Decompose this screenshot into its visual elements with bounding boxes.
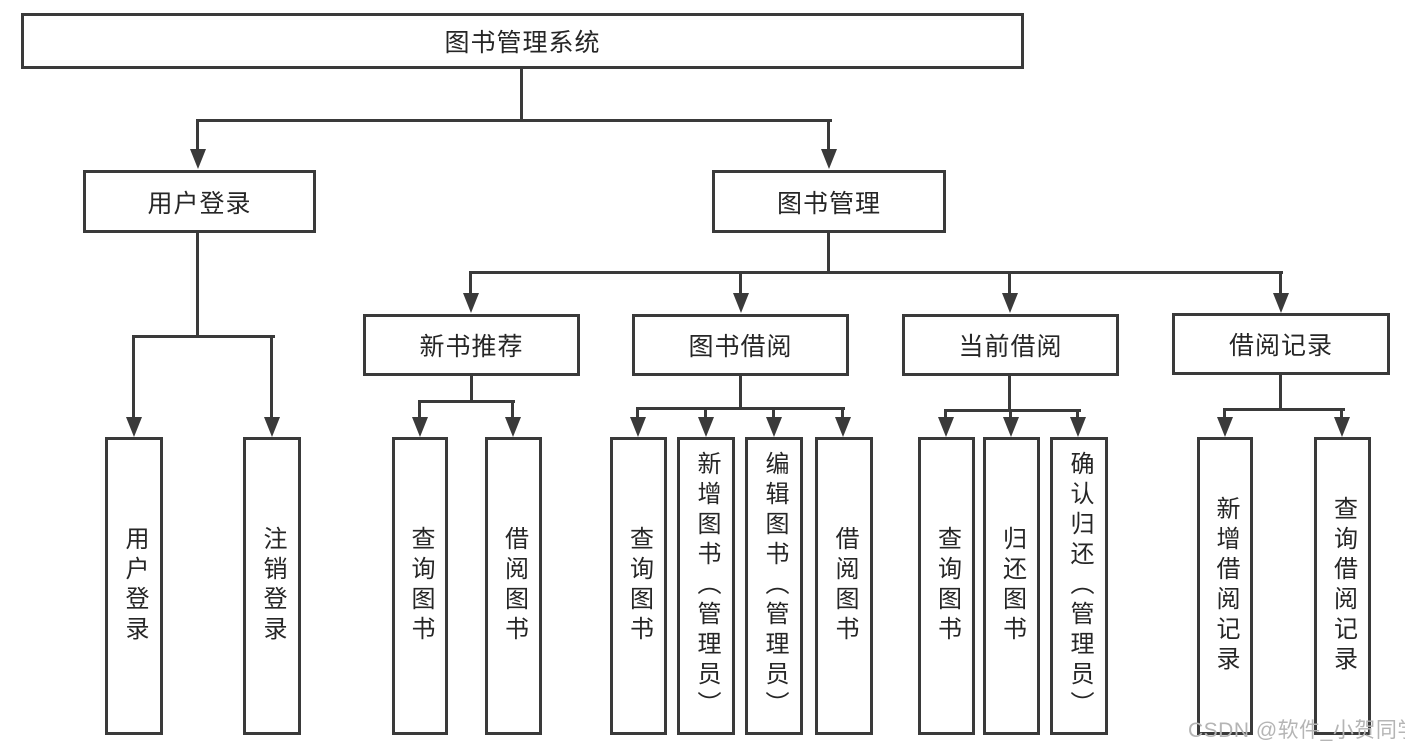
connector-line (196, 119, 199, 152)
arrow-down-icon (1003, 417, 1019, 437)
connector-line (270, 335, 273, 419)
arrow-down-icon (1273, 293, 1289, 313)
connector-line (739, 271, 742, 295)
arrow-down-icon (938, 417, 954, 437)
leaf-edit-books-admin-label: 编辑图书（管理员） (761, 451, 788, 721)
leaf-borrow-books-recommend: 借阅图书 (485, 437, 542, 735)
connector-line (1008, 271, 1011, 295)
leaf-confirm-return-admin-label: 确认归还（管理员） (1066, 451, 1093, 721)
leaf-query-books-current-label: 查询图书 (933, 526, 961, 646)
connector-line (944, 409, 947, 419)
leaf-logout-label: 注销登录 (259, 526, 286, 646)
connector-line (1279, 271, 1282, 295)
leaf-query-books-recommend: 查询图书 (392, 437, 448, 735)
leaf-add-borrow-record-label: 新增借阅记录 (1212, 496, 1239, 676)
connector-line (1340, 408, 1343, 419)
leaf-query-books-recommend-label: 查询图书 (407, 526, 434, 646)
leaf-user-login: 用户登录 (105, 437, 163, 735)
arrow-down-icon (766, 417, 782, 437)
node-book-borrow-label: 图书借阅 (688, 333, 793, 361)
leaf-borrow-books-label: 借阅图书 (831, 526, 858, 646)
connector-line (1223, 408, 1226, 419)
leaf-query-books-borrow: 查询图书 (610, 437, 667, 735)
leaf-borrow-books: 借阅图书 (815, 437, 873, 735)
arrow-down-icon (1002, 293, 1018, 313)
arrow-down-icon (264, 417, 280, 437)
leaf-query-borrow-record: 查询借阅记录 (1314, 437, 1371, 735)
arrow-down-icon (835, 417, 851, 437)
connector-line (196, 119, 832, 122)
connector-line (841, 407, 844, 419)
connector-line (418, 400, 421, 419)
connector-line (470, 376, 473, 403)
node-borrow-records-label: 借阅记录 (1228, 332, 1333, 360)
leaf-confirm-return-admin: 确认归还（管理员） (1050, 437, 1108, 735)
connector-line (469, 271, 1283, 274)
connector-line (1008, 376, 1011, 412)
node-book-management: 图书管理 (712, 170, 946, 233)
leaf-return-books-label: 归还图书 (998, 526, 1026, 646)
connector-line (636, 407, 845, 410)
leaf-add-borrow-record: 新增借阅记录 (1197, 437, 1253, 735)
leaf-edit-books-admin: 编辑图书（管理员） (745, 437, 803, 735)
connector-line (944, 409, 1081, 412)
node-new-book-recommend-label: 新书推荐 (419, 333, 524, 361)
leaf-query-books-borrow-label: 查询图书 (625, 526, 653, 646)
connector-line (636, 407, 639, 419)
watermark: CSDN @软件_小贺同学 (1188, 719, 1405, 742)
arrow-down-icon (126, 417, 142, 437)
leaf-query-borrow-record-label: 查询借阅记录 (1329, 496, 1357, 676)
connector-line (772, 407, 775, 419)
node-root: 图书管理系统 (21, 13, 1024, 69)
node-book-borrow: 图书借阅 (632, 314, 849, 376)
arrow-down-icon (733, 293, 749, 313)
connector-line (827, 119, 830, 152)
connector-line (1009, 409, 1012, 419)
leaf-return-books: 归还图书 (983, 437, 1040, 735)
arrow-down-icon (698, 417, 714, 437)
node-user-login: 用户登录 (83, 170, 316, 233)
connector-line (1279, 375, 1282, 411)
connector-line (739, 376, 742, 410)
connector-line (827, 233, 830, 274)
connector-line (196, 233, 199, 338)
connector-line (132, 335, 135, 419)
arrow-down-icon (630, 417, 646, 437)
node-current-borrow-label: 当前借阅 (958, 333, 1063, 361)
connector-line (1223, 408, 1345, 411)
node-new-book-recommend: 新书推荐 (363, 314, 580, 376)
node-current-borrow: 当前借阅 (902, 314, 1119, 376)
arrow-down-icon (821, 149, 837, 169)
leaf-query-books-current: 查询图书 (918, 437, 975, 735)
connector-line (418, 400, 515, 403)
leaf-borrow-books-recommend-label: 借阅图书 (500, 526, 528, 646)
arrow-down-icon (412, 417, 428, 437)
arrow-down-icon (1334, 417, 1350, 437)
connector-line (1076, 409, 1079, 419)
leaf-add-books-admin-label: 新增图书（管理员） (693, 451, 720, 721)
connector-line (511, 400, 514, 419)
leaf-logout: 注销登录 (243, 437, 301, 735)
arrow-down-icon (190, 149, 206, 169)
connector-line (132, 335, 275, 338)
leaf-add-books-admin: 新增图书（管理员） (677, 437, 735, 735)
node-user-login-label: 用户登录 (147, 189, 252, 218)
node-borrow-records: 借阅记录 (1172, 313, 1390, 375)
arrow-down-icon (463, 293, 479, 313)
leaf-user-login-label: 用户登录 (121, 526, 148, 646)
arrow-down-icon (1070, 417, 1086, 437)
connector-line (704, 407, 707, 419)
arrow-down-icon (505, 417, 521, 437)
node-book-management-label: 图书管理 (776, 189, 881, 218)
node-root-label: 图书管理系统 (444, 29, 601, 57)
arrow-down-icon (1217, 417, 1233, 437)
connector-line (469, 271, 472, 295)
connector-line (520, 69, 523, 122)
